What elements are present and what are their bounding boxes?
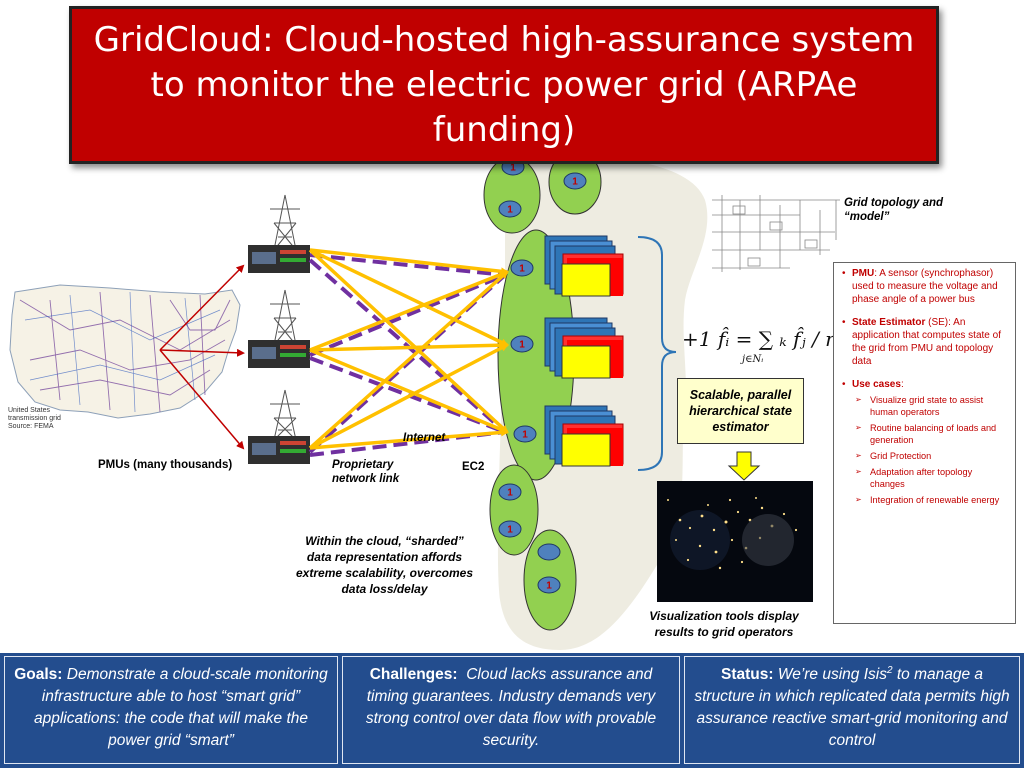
node-badge: 1: [510, 259, 534, 277]
node-badge: 1: [498, 520, 522, 538]
status-text-1: We’re using Isis: [777, 666, 887, 683]
visualization-text: Visualization tools display results to g…: [649, 609, 799, 639]
down-arrow-icon: [727, 451, 761, 481]
node-badge: 1: [537, 576, 561, 594]
challenges-cell: Challenges: Cloud lacks assurance and ti…: [342, 656, 680, 764]
grid-topology-label: Grid topology and “model”: [844, 197, 944, 223]
node-badge-label: 1: [519, 340, 525, 351]
formula-text: +1 f̂ᵢ = ∑ ₖ f̂ⱼ / n.: [682, 327, 844, 351]
page-title: GridCloud: Cloud-hosted high-assurance s…: [93, 19, 915, 150]
node-badge: 1: [510, 335, 534, 353]
node-badge-label: 1: [510, 163, 516, 174]
node-badge: 1: [563, 172, 587, 190]
node-badge-label: 1: [507, 488, 513, 499]
pmu-device-icon: [248, 245, 310, 464]
status-superscript: 2: [886, 664, 893, 676]
node-badge: 1: [513, 425, 537, 443]
node-badge: 1: [498, 200, 522, 218]
node-badge-label: 1: [519, 264, 525, 275]
node-badge-label: 1: [507, 525, 513, 536]
internet-label: Internet: [403, 432, 446, 444]
node-badge: 1: [498, 483, 522, 501]
cloud-sharding-text: Within the cloud, “sharded” data represe…: [296, 534, 473, 596]
use-case-item: Grid Protection: [852, 450, 1009, 462]
us-map-caption: United States transmission grid Source: …: [8, 407, 61, 430]
title-banner: GridCloud: Cloud-hosted high-assurance s…: [69, 6, 939, 164]
proprietary-link-label: Proprietary network link: [332, 459, 400, 485]
night-earth-image: [657, 481, 813, 602]
use-case-item: Adaptation after topology changes: [852, 466, 1009, 490]
goals-text: Demonstrate a cloud-scale monitoring inf…: [34, 666, 328, 749]
definitions-box: PMU: A sensor (synchrophasor) used to me…: [833, 262, 1016, 624]
svg-text:j∈Nᵢ: j∈Nᵢ: [740, 354, 763, 365]
node-badge-label: 1: [522, 430, 528, 441]
status-label: Status:: [720, 666, 774, 683]
goals-cell: Goals: Demonstrate a cloud-scale monitor…: [4, 656, 338, 764]
use-case-item: Visualize grid state to assist human ope…: [852, 394, 1009, 418]
ec2-label: EC2: [462, 461, 485, 473]
status-text-2: to manage a structure in which replicate…: [694, 666, 1010, 749]
state-estimator-callout: Scalable, parallel hierarchical state es…: [677, 378, 804, 444]
node-badge-empty: [537, 543, 561, 561]
challenges-label: Challenges:: [369, 666, 458, 683]
challenges-text: Cloud lacks assurance and timing guarant…: [365, 666, 657, 749]
node-badge-label: 1: [507, 205, 513, 216]
grid-topology-image: [712, 195, 840, 272]
goals-label: Goals:: [14, 666, 63, 683]
bottom-bar: [0, 653, 1024, 768]
status-cell: Status: We’re using Isis2 to manage a st…: [684, 656, 1020, 764]
node-badge-label: 1: [572, 177, 578, 188]
replica-stack-icon: [544, 235, 624, 467]
use-case-item: Routine balancing of loads and generatio…: [852, 422, 1009, 446]
definition-use-cases: Use cases: Visualize grid state to assis…: [840, 378, 1009, 506]
node-badge-label: 1: [546, 581, 552, 592]
use-case-item: Integration of renewable energy: [852, 494, 1009, 506]
bracket-icon: [637, 236, 677, 471]
definition-state-estimator: State Estimator (SE): An application tha…: [840, 316, 1009, 368]
us-map-image: [9, 284, 241, 419]
definition-pmu: PMU: A sensor (synchrophasor) used to me…: [840, 267, 1009, 306]
node-ellipse: [489, 464, 539, 556]
tower-icon: [270, 194, 300, 441]
pmus-label: PMUs (many thousands): [98, 459, 233, 471]
